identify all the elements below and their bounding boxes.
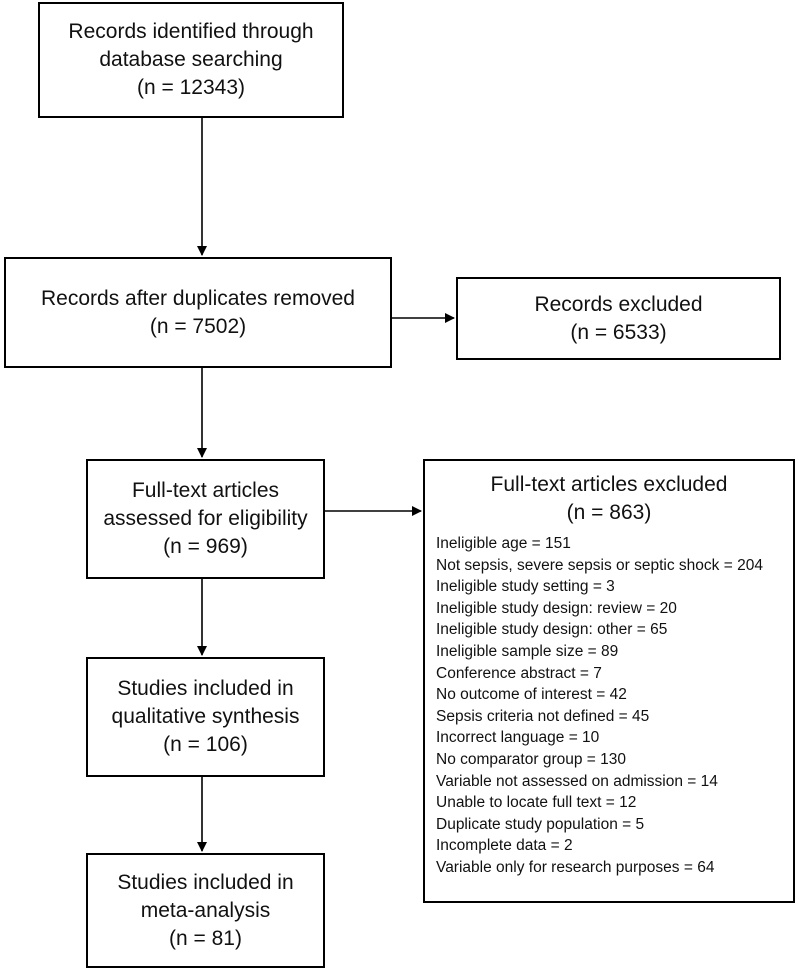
box-text-line: database searching	[99, 48, 283, 71]
box-count: (n = 863)	[566, 501, 652, 524]
exclusion-reason: Ineligible age = 151	[436, 535, 571, 552]
exclusion-reason: No outcome of interest = 42	[436, 686, 627, 704]
box-text-line: Studies included in	[117, 870, 294, 894]
box-count: (n = 6533)	[570, 320, 667, 344]
exclusion-reason: Incomplete data = 2	[436, 837, 573, 855]
box-count: (n = 7502)	[149, 314, 247, 338]
box-text-line: Full-text articles excluded	[490, 473, 728, 496]
box-text-line: Studies included in	[117, 677, 294, 700]
exclusion-reason: Sepsis criteria not defined = 45	[436, 707, 650, 725]
box-text-line: Records excluded	[534, 292, 703, 316]
exclusion-reason: Ineligible sample size = 89	[436, 642, 619, 660]
exclusion-reason: Conference abstract = 7	[436, 664, 602, 682]
qualitative-synthesis-box: Studies included in qualitative synthesi…	[86, 657, 325, 777]
exclusion-reasons-list: Ineligible age = 151 Not sepsis, severe …	[425, 533, 793, 879]
exclusion-reason: Variable only for research purposes = 64	[436, 858, 715, 876]
exclusion-reason: Unable to locate full text = 12	[436, 794, 637, 812]
box-text-line: meta-analysis	[140, 898, 271, 922]
box-text-line: assessed for eligibility	[103, 507, 308, 530]
exclusion-reason: No comparator group = 130	[436, 750, 626, 768]
box-count: (n = 81)	[169, 926, 242, 950]
box-count: (n = 106)	[163, 733, 248, 756]
meta-analysis-box: Studies included in meta-analysis (n = 8…	[86, 853, 325, 968]
box-text-line: qualitative synthesis	[111, 705, 300, 728]
records-after-duplicates-box: Records after duplicates removed (n = 75…	[4, 257, 392, 368]
box-count: (n = 969)	[163, 535, 248, 558]
exclusion-reason: Not sepsis, severe sepsis or septic shoc…	[436, 556, 763, 574]
full-text-excluded-box: Full-text articles excluded (n = 863) In…	[423, 459, 795, 903]
box-text-line: Records identified through	[68, 20, 314, 43]
box-text-line: Records after duplicates removed	[41, 286, 355, 310]
records-excluded-box: Records excluded (n = 6533)	[456, 277, 781, 360]
records-identified-box: Records identified through database sear…	[38, 2, 344, 118]
exclusion-reason: Ineligible study design: review = 20	[436, 599, 677, 617]
exclusion-reason: Ineligible study setting = 3	[436, 578, 615, 596]
box-text-line: Full-text articles	[131, 479, 280, 502]
exclusion-reason: Variable not assessed on admission = 14	[436, 772, 718, 790]
full-text-assessed-box: Full-text articles assessed for eligibil…	[86, 459, 325, 579]
exclusion-reason: Ineligible study design: other = 65	[436, 621, 668, 639]
exclusion-reason: Incorrect language = 10	[436, 729, 600, 747]
box-count: (n = 12343)	[137, 76, 245, 99]
exclusion-reason: Duplicate study population = 5	[436, 815, 645, 833]
